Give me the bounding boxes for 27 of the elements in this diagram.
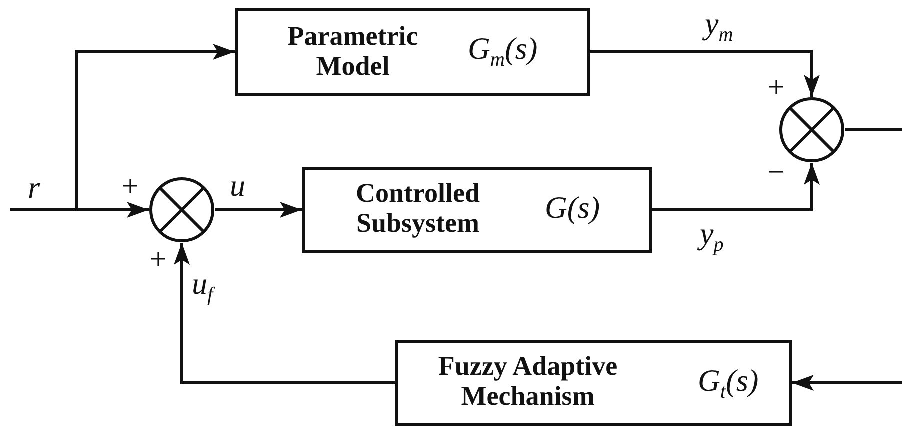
summing-junction [149, 177, 215, 243]
sign-label: − [768, 158, 785, 188]
sign-label: + [150, 245, 167, 275]
block-box [235, 8, 590, 96]
arrow [652, 163, 820, 212]
arrow [590, 50, 820, 97]
signal-label: u$_{f}$ [192, 268, 214, 308]
block-title: Parametric Model [286, 21, 420, 81]
arrow [792, 375, 902, 391]
arrow [10, 202, 149, 218]
transfer-function: G$_{m}$(s) [468, 31, 538, 72]
signal-label: r [28, 172, 40, 204]
transfer-function: G(s) [545, 190, 600, 226]
block-box [302, 167, 652, 253]
signal-label: u [230, 170, 246, 202]
arrow [174, 243, 395, 384]
sign-label: + [122, 172, 139, 202]
block-title: Controlled Subsystem [354, 178, 481, 238]
block-title: Fuzzy Adaptive Mechanism [437, 351, 619, 411]
arrow [76, 44, 235, 210]
summing-junction [779, 97, 845, 163]
transfer-function: G$_{t}$(s) [698, 363, 759, 404]
signal-label: y$_{m}$ [705, 8, 734, 52]
block-box [395, 340, 792, 426]
arrow [215, 202, 302, 218]
sign-label: + [768, 73, 785, 103]
signal-label: y$_{p}$ [700, 218, 724, 262]
